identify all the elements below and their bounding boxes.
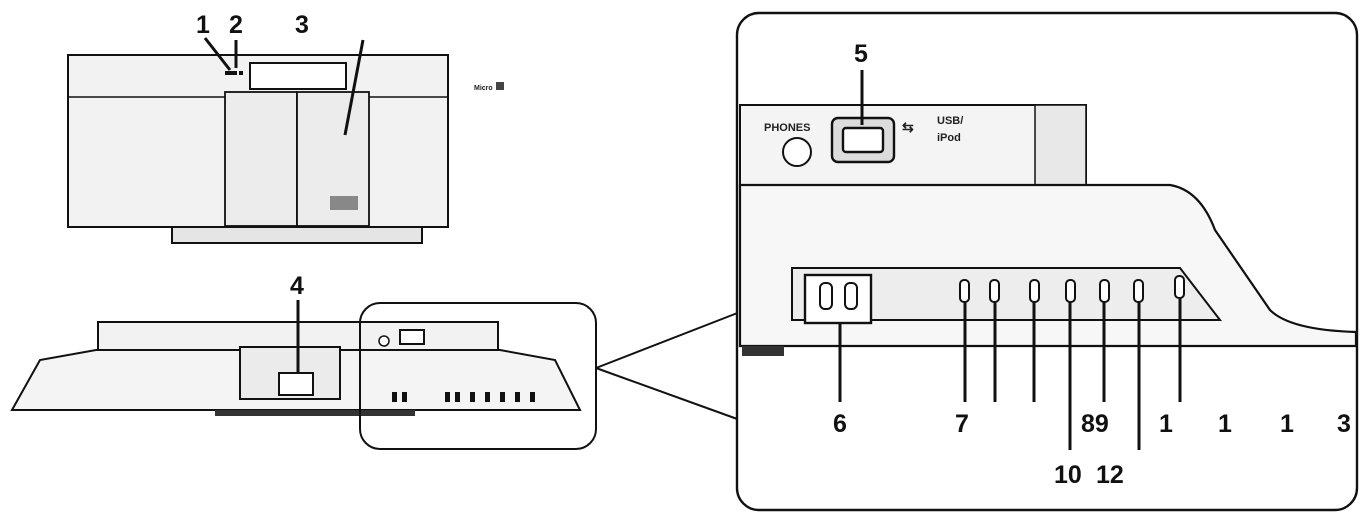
phones-jack-icon (782, 137, 812, 167)
callout-2-front: 2 (229, 11, 243, 39)
magnify-connector-top (595, 311, 741, 369)
front-display (249, 62, 347, 90)
front-view: Micro 1 2 3 (67, 11, 504, 244)
callout-11c: 1 (1280, 410, 1294, 438)
leader-3 (343, 39, 365, 136)
top-rear-jacks (392, 392, 535, 402)
callout-11a: 1 (1159, 410, 1173, 438)
sensor-indicator (239, 71, 243, 75)
callout-89: 89 (1081, 410, 1109, 438)
top-cd-handle (278, 372, 314, 396)
callout-1-front: 1 (196, 11, 210, 39)
magnify-connector-bottom (595, 367, 741, 421)
zoom-panel: PHONES ⇆ USB/ iPod 5 6 7 (735, 11, 1359, 512)
usb-symbol-icon: ⇆ (902, 119, 914, 135)
top-phones-jack (378, 335, 390, 347)
usb-label: USB/ (937, 115, 963, 127)
callout-3-front: 3 (295, 11, 309, 39)
zoom-side-foot (742, 346, 784, 356)
zoom-jack-bay (791, 267, 1223, 321)
top-usb-port (399, 329, 425, 345)
callout-5: 5 (854, 40, 868, 68)
zoom-upper-right-step (1034, 104, 1087, 186)
leader-1 (203, 37, 232, 71)
power-pin-right (844, 282, 858, 310)
top-base (215, 410, 415, 416)
magnify-box (359, 302, 597, 450)
ipod-label: iPod (937, 132, 961, 144)
callout-3-right: 3 (1337, 410, 1351, 438)
power-inlet (803, 273, 873, 325)
callout-11b: 1 (1218, 410, 1232, 438)
callout-7: 7 (955, 410, 969, 438)
phones-label: PHONES (764, 122, 810, 134)
front-brand-logo: Micro (474, 85, 493, 92)
callout-4-top: 4 (290, 272, 304, 300)
power-pin-left (819, 282, 833, 310)
front-label-block (330, 196, 358, 210)
front-stand (171, 226, 423, 244)
callout-6: 6 (833, 410, 847, 438)
rear-jack-row (959, 275, 1185, 303)
top-view: 4 (10, 272, 741, 450)
callout-12: 12 (1096, 461, 1124, 489)
usb-port-slot (841, 126, 885, 154)
front-disc-door-left (224, 91, 298, 227)
standby-indicator (225, 71, 237, 75)
callout-10: 10 (1054, 461, 1082, 489)
disc-logo (496, 82, 504, 90)
